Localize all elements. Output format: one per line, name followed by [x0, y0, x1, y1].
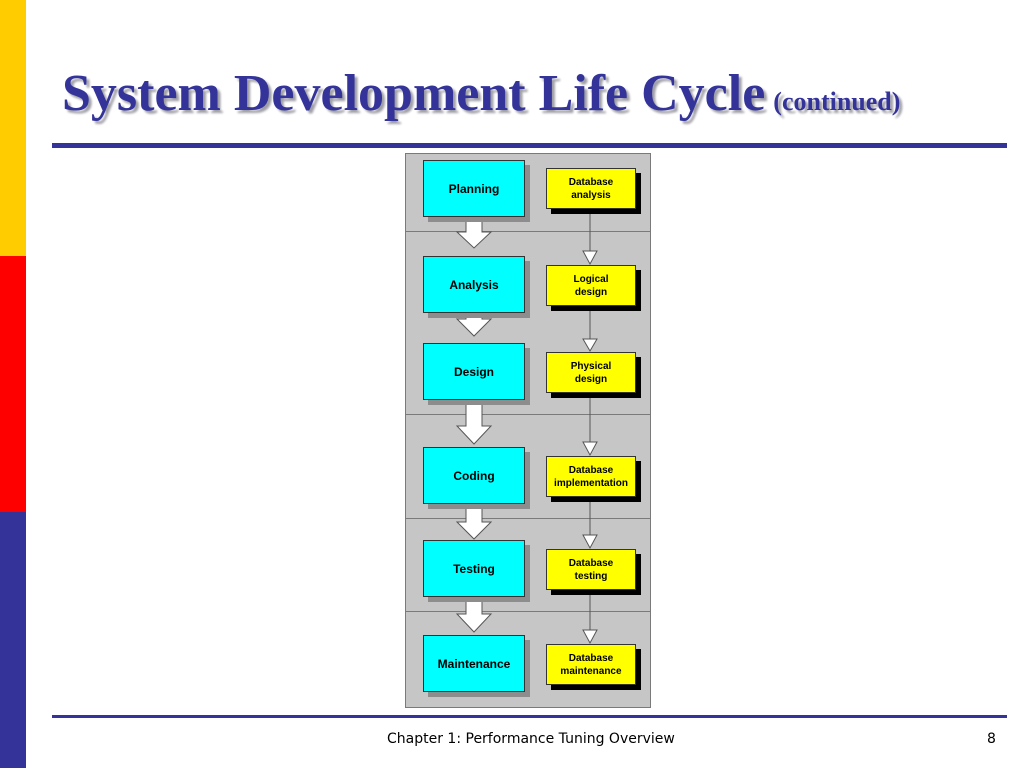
phase-design: Design: [423, 343, 525, 400]
side-bar-blue: [0, 512, 26, 768]
phase-arrow: [455, 399, 493, 445]
phase-testing: Testing: [423, 540, 525, 597]
footer-chapter-title: Chapter 1: Performance Tuning Overview: [387, 731, 675, 747]
db-step-label: Database testing: [568, 557, 614, 582]
side-bar-red: [0, 256, 26, 512]
side-bar-yellow: [0, 0, 26, 256]
slide-title: System Development Life Cycle (continued…: [62, 68, 900, 120]
db-step-implementation: Database implementation: [546, 456, 636, 497]
flow-arrows: [455, 209, 598, 645]
phase-arrow: [455, 596, 493, 633]
band-divider: [406, 518, 650, 519]
db-step-label: Logical design: [573, 273, 609, 298]
band-divider: [406, 611, 650, 612]
db-arrow: [582, 590, 598, 645]
db-step-label: Database analysis: [568, 176, 614, 201]
db-step-maintenance: Database maintenance: [546, 644, 636, 685]
phase-coding: Coding: [423, 447, 525, 504]
page-number: 8: [987, 731, 996, 747]
slide-title-main: System Development Life Cycle: [62, 65, 766, 122]
db-step-label: Database maintenance: [560, 652, 622, 677]
phase-arrow: [455, 312, 493, 337]
db-arrow: [582, 497, 598, 550]
phase-planning: Planning: [423, 160, 525, 217]
db-step-analysis: Database analysis: [546, 168, 636, 209]
db-step-testing: Database testing: [546, 549, 636, 590]
phase-arrow: [455, 503, 493, 540]
db-arrow: [582, 393, 598, 457]
band-divider: [406, 414, 650, 415]
phase-maintenance: Maintenance: [423, 635, 525, 692]
db-step-logical-design: Logical design: [546, 265, 636, 306]
db-step-physical-design: Physical design: [546, 352, 636, 393]
db-arrow: [582, 209, 598, 266]
phase-analysis: Analysis: [423, 256, 525, 313]
slide-title-subtitle: (continued): [773, 87, 901, 116]
sdlc-diagram: Planning Analysis Design Coding Testing …: [405, 153, 651, 708]
db-step-label: Physical design: [570, 360, 612, 385]
db-step-label: Database implementation: [554, 464, 628, 489]
db-arrow: [582, 306, 598, 352]
band-divider: [406, 231, 650, 232]
title-underline: [52, 143, 1007, 148]
phase-arrow: [455, 216, 493, 249]
footer-rule: [52, 715, 1007, 718]
